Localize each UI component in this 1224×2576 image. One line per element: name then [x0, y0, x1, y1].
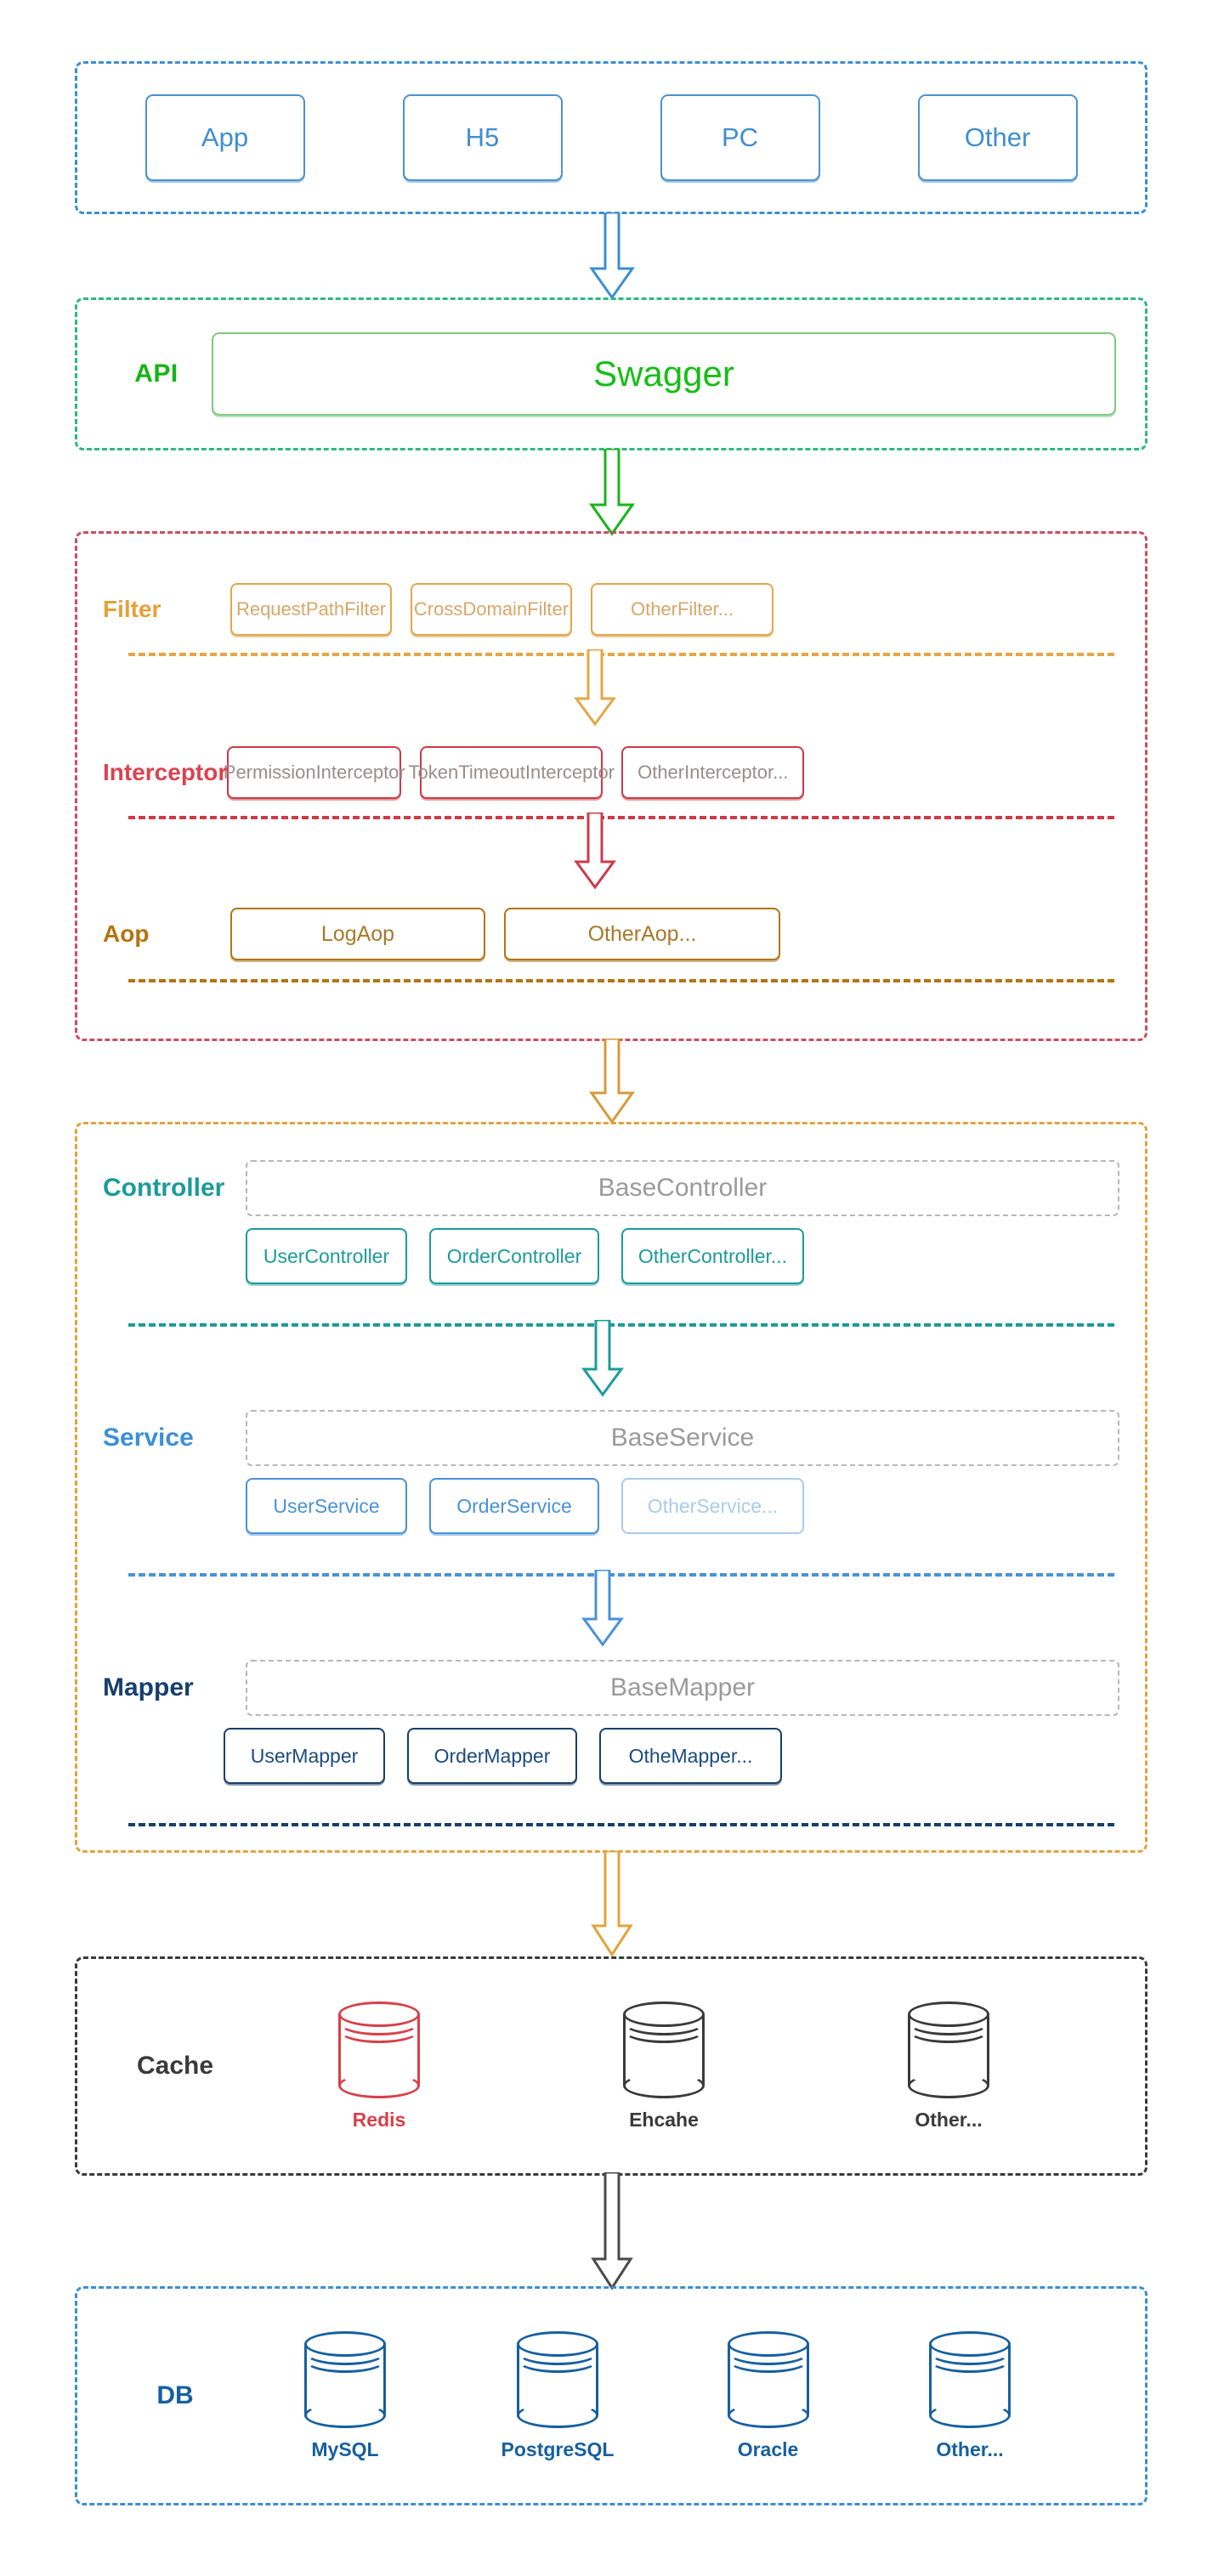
- service-row-label: Service: [103, 1424, 194, 1452]
- db-item-label: PostgreSQL: [501, 2437, 615, 2460]
- swagger-box[interactable]: Swagger: [212, 332, 1116, 416]
- service-row: Service BaseService UserService OrderSer…: [77, 1410, 1145, 1534]
- cache-item-ehcahe[interactable]: Ehcahe: [519, 2001, 808, 2132]
- interceptor-box-permission[interactable]: PermissionInterceptor: [224, 746, 405, 799]
- cache-item-other[interactable]: Other...: [808, 2001, 1089, 2132]
- mapper-items: UserMapper OrderMapper OtheMapper...: [103, 1728, 1119, 1784]
- base-controller-box: BaseController: [246, 1160, 1119, 1216]
- mapper-divider: [128, 1823, 1114, 1826]
- service-box-order[interactable]: OrderService: [429, 1478, 599, 1534]
- service-items: UserService OrderService OtherService...: [103, 1478, 1119, 1534]
- database-cylinder-icon: [929, 2330, 1011, 2428]
- cache-items: Redis Ehcahe Other...: [239, 2001, 1111, 2132]
- aop-items: LogAop OtherAop...: [230, 908, 1119, 960]
- service-box-other[interactable]: OtherService...: [621, 1478, 804, 1534]
- interceptor-row-label: Interceptor: [103, 759, 228, 785]
- arrow-cache-to-db: [590, 2172, 634, 2291]
- interceptor-divider: [128, 816, 1114, 819]
- db-layer-container: DB MySQL PostgreSQL: [75, 2286, 1148, 2505]
- aop-box-log[interactable]: LogAop: [230, 908, 485, 960]
- mapper-box-order[interactable]: OrderMapper: [407, 1728, 577, 1784]
- arrow-controller-to-service: [581, 1320, 625, 1398]
- database-cylinder-icon: [517, 2330, 598, 2428]
- mapper-box-user[interactable]: UserMapper: [224, 1728, 385, 1784]
- business-layer-container: Controller BaseController UserController…: [75, 1122, 1148, 1853]
- db-item-postgresql[interactable]: PostgreSQL: [451, 2330, 664, 2461]
- base-mapper-box: BaseMapper: [246, 1660, 1119, 1716]
- filter-row: Filter RequestPathFilter CrossDomainFilt…: [77, 583, 1145, 636]
- filter-items: RequestPathFilter CrossDomainFilter Othe…: [230, 583, 1119, 636]
- cache-item-label: Other...: [915, 2108, 983, 2131]
- arrow-filter-to-interceptor: [573, 649, 617, 728]
- interceptor-box-other[interactable]: OtherInterceptor...: [621, 746, 805, 799]
- db-item-label: MySQL: [311, 2437, 379, 2460]
- service-box-user[interactable]: UserService: [246, 1478, 407, 1534]
- db-row: DB MySQL PostgreSQL: [77, 2289, 1145, 2503]
- db-item-label: Oracle: [737, 2437, 799, 2460]
- arrow-api-to-web: [588, 449, 636, 537]
- controller-box-other[interactable]: OtherController...: [621, 1228, 804, 1284]
- controller-divider: [128, 1323, 1114, 1327]
- service-head: Service BaseService: [103, 1410, 1119, 1466]
- cache-row: Cache Redis Ehcahe: [77, 1959, 1145, 2173]
- filter-row-label: Filter: [103, 596, 162, 622]
- controller-row: Controller BaseController UserController…: [77, 1160, 1145, 1284]
- cache-layer-container: Cache Redis Ehcahe: [75, 1956, 1148, 2176]
- client-box-pc[interactable]: PC: [660, 94, 820, 181]
- interceptor-row: Interceptor PermissionInterceptor TokenT…: [77, 746, 1145, 799]
- filter-divider: [128, 653, 1114, 656]
- filter-box-request-path[interactable]: RequestPathFilter: [230, 583, 392, 636]
- mapper-head: Mapper BaseMapper: [103, 1660, 1119, 1716]
- db-item-label: Other...: [936, 2437, 1004, 2460]
- aop-box-other[interactable]: OtherAop...: [504, 908, 780, 960]
- api-row: API Swagger: [77, 300, 1145, 448]
- controller-items: UserController OrderController OtherCont…: [103, 1228, 1119, 1284]
- mapper-row: Mapper BaseMapper UserMapper OrderMapper…: [77, 1660, 1145, 1784]
- db-layer-label: DB: [156, 2381, 194, 2409]
- arrow-service-to-mapper: [581, 1570, 625, 1648]
- database-cylinder-icon: [623, 2001, 705, 2098]
- client-row: App H5 PC Other: [77, 64, 1145, 212]
- client-layer-container: App H5 PC Other: [75, 61, 1148, 214]
- arrow-interceptor-to-aop: [573, 812, 617, 891]
- database-cylinder-icon: [727, 2330, 809, 2428]
- cache-item-label: Redis: [352, 2108, 406, 2131]
- interceptor-box-token-timeout[interactable]: TokenTimeoutInterceptor: [408, 746, 615, 799]
- aop-row: Aop LogAop OtherAop...: [77, 908, 1145, 960]
- filter-box-cross-domain[interactable]: CrossDomainFilter: [411, 583, 572, 636]
- arrow-web-to-business: [588, 1039, 636, 1125]
- controller-box-order[interactable]: OrderController: [429, 1228, 599, 1284]
- base-service-box: BaseService: [246, 1410, 1119, 1466]
- cache-layer-label: Cache: [136, 2052, 214, 2080]
- web-layer-container: Filter RequestPathFilter CrossDomainFilt…: [75, 531, 1148, 1041]
- interceptor-items: PermissionInterceptor TokenTimeoutInterc…: [224, 746, 1119, 799]
- controller-head: Controller BaseController: [103, 1160, 1119, 1216]
- client-box-other[interactable]: Other: [917, 94, 1078, 181]
- arrow-business-to-cache: [590, 1851, 634, 1958]
- arrow-client-to-api: [588, 212, 636, 301]
- service-divider: [128, 1573, 1114, 1577]
- api-layer-container: API Swagger: [75, 297, 1148, 450]
- database-cylinder-icon: [304, 2330, 386, 2428]
- cache-item-redis[interactable]: Redis: [239, 2001, 519, 2132]
- client-box-app[interactable]: App: [144, 94, 305, 181]
- mapper-box-other[interactable]: OtheMapper...: [599, 1728, 782, 1784]
- database-cylinder-icon: [908, 2001, 989, 2098]
- db-item-mysql[interactable]: MySQL: [239, 2330, 451, 2461]
- db-items: MySQL PostgreSQL Oracle: [239, 2330, 1111, 2461]
- cache-item-label: Ehcahe: [629, 2108, 699, 2131]
- aop-divider: [128, 979, 1114, 982]
- filter-box-other[interactable]: OtherFilter...: [591, 583, 774, 636]
- db-item-oracle[interactable]: Oracle: [664, 2330, 872, 2461]
- aop-row-label: Aop: [103, 920, 150, 947]
- api-layer-label: API: [134, 360, 178, 388]
- mapper-row-label: Mapper: [103, 1673, 194, 1701]
- controller-box-user[interactable]: UserController: [246, 1228, 407, 1284]
- client-box-h5[interactable]: H5: [402, 94, 563, 181]
- controller-row-label: Controller: [103, 1174, 225, 1202]
- database-cylinder-icon: [338, 2001, 420, 2098]
- db-item-other[interactable]: Other...: [872, 2330, 1068, 2461]
